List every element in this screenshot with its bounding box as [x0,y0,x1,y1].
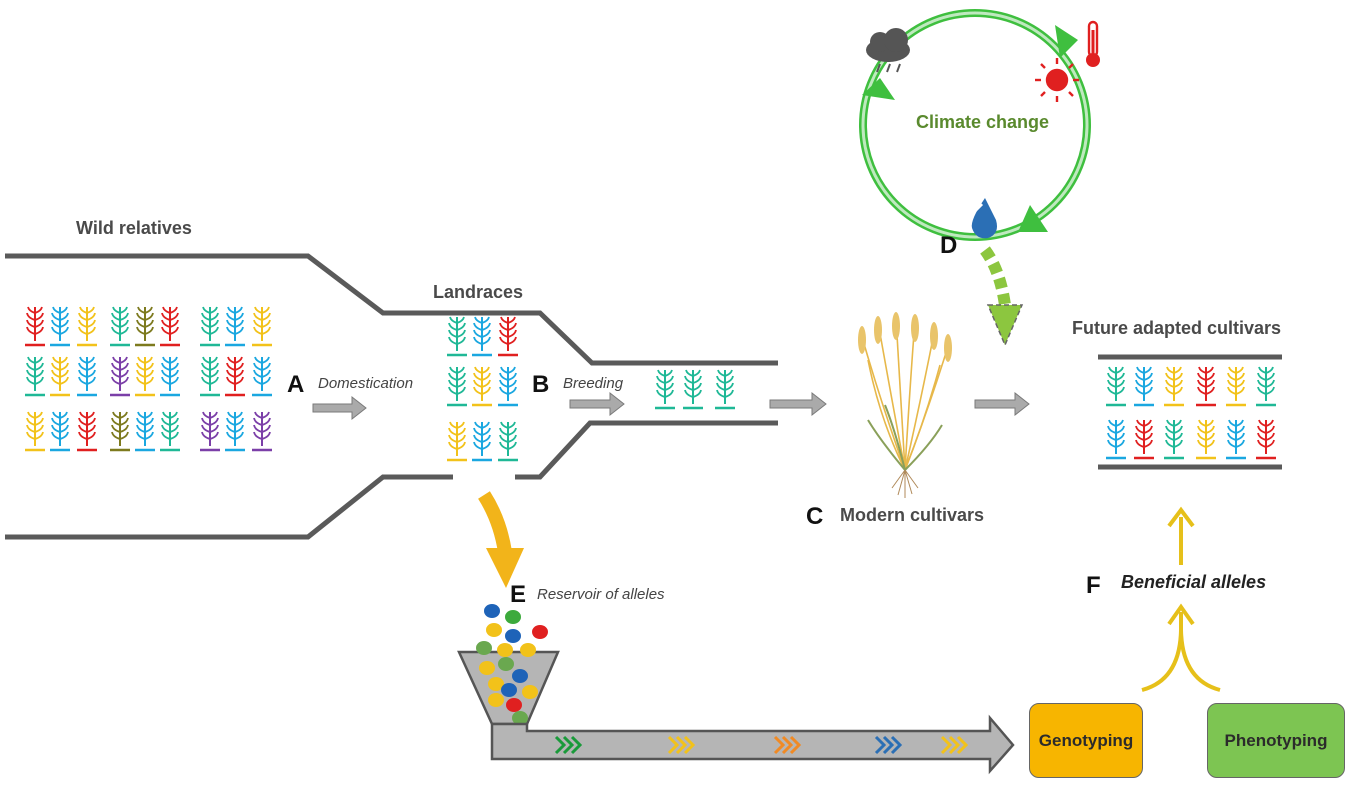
future-cultivars-label: Future adapted cultivars [1072,318,1282,338]
cloud-rain-icon [866,28,910,73]
letter-b: B [532,371,550,398]
reservoir-arrow [478,491,524,588]
letter-e: E [510,581,527,608]
to-future-arrow [974,391,1030,417]
reservoir-label: Reservoir of alleles [537,586,665,603]
phenotyping-box: Phenotyping [1207,703,1345,778]
genotyping-label: Genotyping [1038,730,1134,750]
wheat-plant-icon [858,312,952,498]
modern-cultivars-label: Modern cultivars [840,505,985,525]
letter-f: F [1086,572,1101,599]
letter-c: C [806,503,824,530]
landraces-spikes [447,315,518,462]
climate-pressure-arrow [980,246,1024,347]
to-modern-arrow [769,391,827,417]
climate-change-label: Climate change [916,112,1050,132]
pipeline-conveyor [490,714,1015,775]
letter-a: A [287,371,305,398]
bottleneck-pipe [5,253,1282,540]
breeding-arrow [569,391,625,417]
future-cultivars-spikes [1106,365,1276,460]
chevron-icon [554,735,969,755]
breeding-spikes [655,368,735,410]
thermometer-icon [1086,20,1100,67]
sun-icon [1035,58,1079,102]
process-arrows [312,391,1030,421]
beneficial-alleles-label: Beneficial alleles [1121,572,1267,592]
wild-relatives-spikes [25,305,272,452]
domestication-label: Domestication [318,375,414,392]
genotyping-box: Genotyping [1029,703,1143,778]
letter-d: D [940,232,958,259]
water-drop-icon [962,198,997,239]
climate-cycle [859,9,1091,241]
landraces-label: Landraces [433,282,524,302]
wild-relatives-label: Wild relatives [76,218,192,238]
breeding-label: Breeding [563,375,624,392]
beneficial-arrows [1141,506,1221,692]
domestication-arrow [312,395,367,421]
phenotyping-label: Phenotyping [1224,730,1328,750]
